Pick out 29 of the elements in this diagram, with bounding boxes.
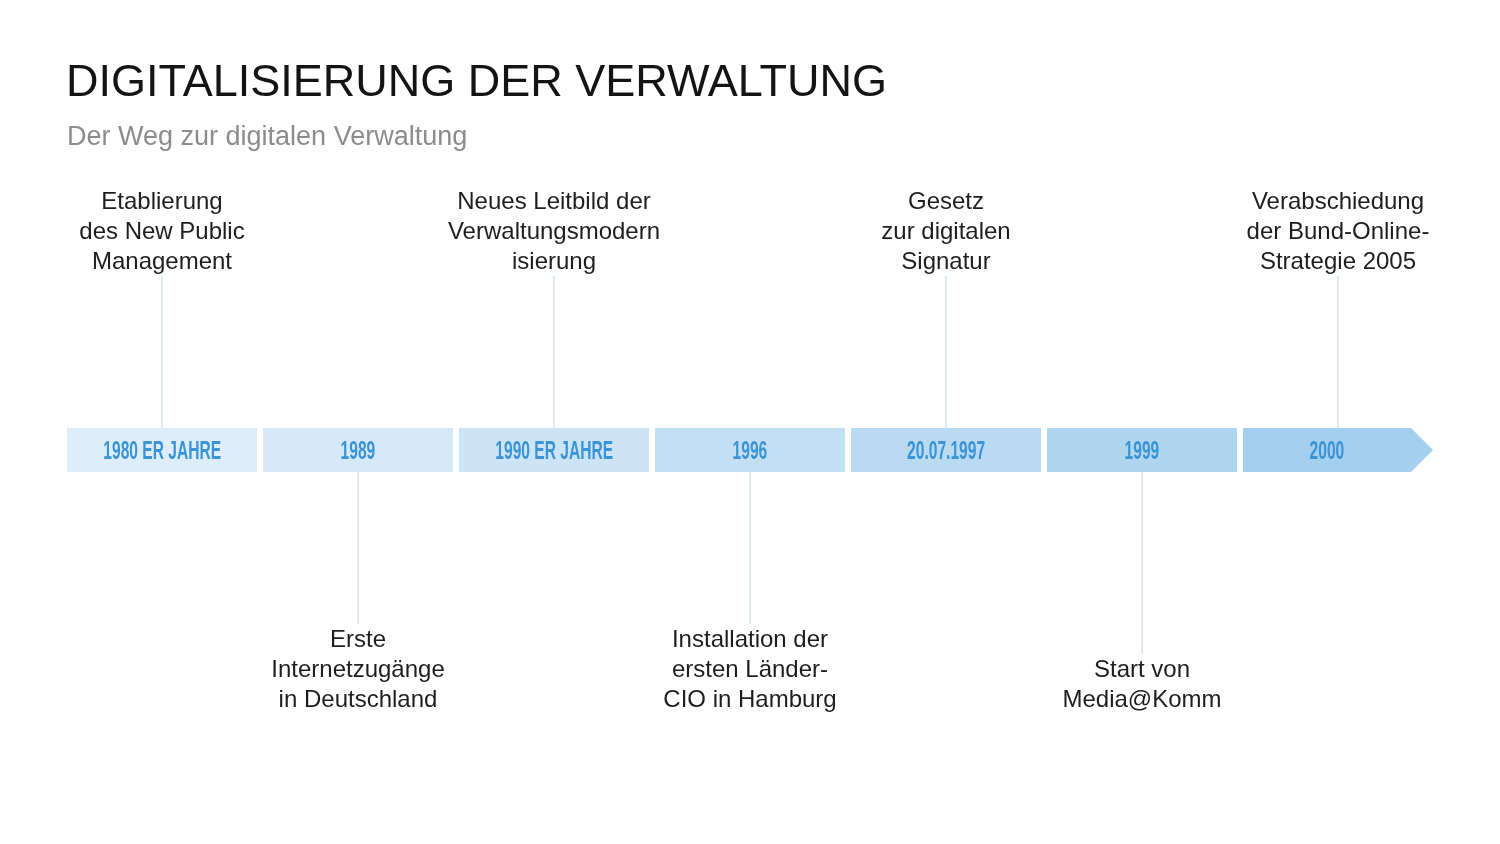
leader-line	[749, 471, 751, 625]
year-label: 1996	[732, 437, 768, 463]
year-label: 1980 ER JAHRE	[103, 437, 221, 463]
year-label: 1989	[340, 437, 376, 463]
leader-line	[945, 275, 947, 429]
year-box	[851, 428, 1041, 472]
event-text: Installation der ersten Länder- CIO in Hamburg	[663, 624, 837, 714]
leader-line	[1141, 471, 1143, 655]
leader-line	[357, 471, 359, 625]
year-box	[1047, 428, 1237, 472]
leader-line	[161, 275, 163, 429]
year-label: 20.07.1997	[906, 437, 986, 463]
event-text: Verabschiedung der Bund-Online- Strategie 2005	[1246, 186, 1430, 276]
year-box	[459, 428, 649, 472]
leader-line	[1337, 275, 1339, 429]
leader-line	[553, 275, 555, 429]
event-text: Gesetz zur digitalen Signatur	[881, 186, 1011, 276]
year-label: 1999	[1124, 437, 1160, 463]
year-box	[655, 428, 845, 472]
event-text: Neues Leitbild der Verwaltungsmodern isierung	[447, 186, 661, 276]
year-box	[67, 428, 257, 472]
year-box	[263, 428, 453, 472]
event-text: Erste Internetzugänge in Deutschland	[271, 624, 445, 714]
event-text: Start von Media@Komm	[1062, 654, 1222, 714]
title: DIGITALISIERUNG DER VERWALTUNG	[66, 55, 887, 107]
event-text: Etablierung des New Public Management	[79, 186, 245, 276]
year-label: 2000	[1309, 437, 1345, 463]
subtitle: Der Weg zur digitalen Verwaltung	[67, 120, 468, 153]
year-label: 1990 ER JAHRE	[495, 437, 613, 463]
